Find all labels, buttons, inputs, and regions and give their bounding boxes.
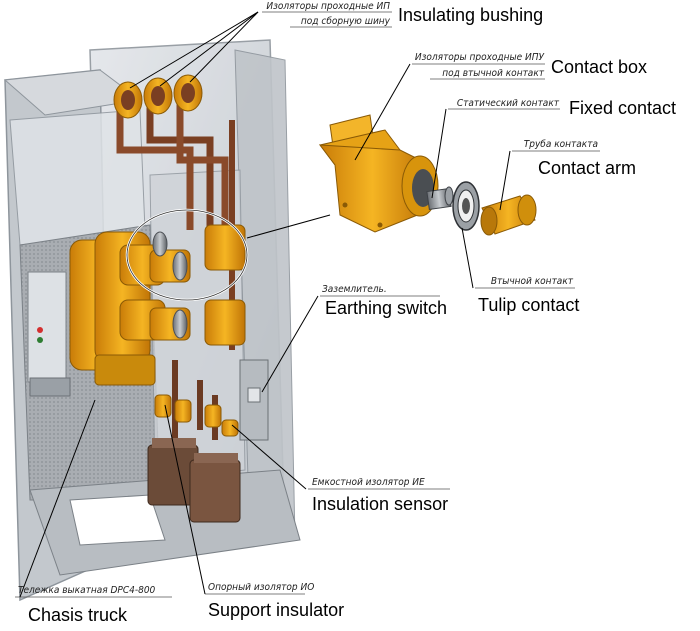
earthing-switch-ru: Заземлитель. bbox=[322, 284, 387, 295]
contact-arm-part bbox=[480, 194, 537, 236]
support-insulator-en: Support insulator bbox=[208, 600, 344, 620]
tulip-contact-en: Tulip contact bbox=[478, 295, 579, 315]
tulip-contact-part bbox=[452, 181, 480, 231]
earthing-switch-en: Earthing switch bbox=[325, 298, 447, 318]
support-insulators bbox=[154, 394, 239, 437]
insulating-bushing-ru-1: Изоляторы проходные ИП bbox=[266, 1, 390, 12]
insulation-sensor-ru: Емкостной изолятор ИЕ bbox=[312, 477, 425, 488]
fixed-contact-en: Fixed contact bbox=[569, 98, 676, 118]
contact-box-en: Contact box bbox=[551, 57, 647, 77]
insulation-sensor-en: Insulation sensor bbox=[312, 494, 448, 514]
fixed-contact-ru: Статический контакт bbox=[457, 98, 560, 109]
contact-assembly bbox=[318, 114, 537, 236]
support-insulator-ru: Опорный изолятор ИО bbox=[208, 582, 314, 593]
tulip-contact-ru: Втычной контакт bbox=[491, 276, 574, 287]
contact-box-ru-1: Изоляторы проходные ИПУ bbox=[415, 52, 545, 63]
insulating-bushing-ru-2: под сборную шину bbox=[301, 15, 391, 27]
contact-box-ru-2: под втычной контакт bbox=[442, 68, 545, 79]
current-transformers bbox=[147, 438, 241, 523]
earthing-switch-mechanism bbox=[239, 359, 269, 441]
contact-box-part bbox=[318, 114, 439, 233]
chasis-truck-en: Chasis truck bbox=[28, 605, 128, 625]
top-bushings bbox=[113, 74, 203, 119]
chasis-truck-ru: Тележка выкатная DPC4-800 bbox=[18, 585, 156, 596]
switchgear-cabinet bbox=[3, 39, 301, 602]
contact-arm-ru: Труба контакта bbox=[524, 138, 598, 150]
leader-lines bbox=[15, 11, 600, 598]
breaker-poles bbox=[69, 224, 246, 386]
insulating-bushing-en: Insulating bushing bbox=[398, 5, 543, 25]
labels: Изоляторы проходные ИП под сборную шину … bbox=[18, 1, 676, 625]
contact-arm-en: Contact arm bbox=[538, 158, 636, 178]
